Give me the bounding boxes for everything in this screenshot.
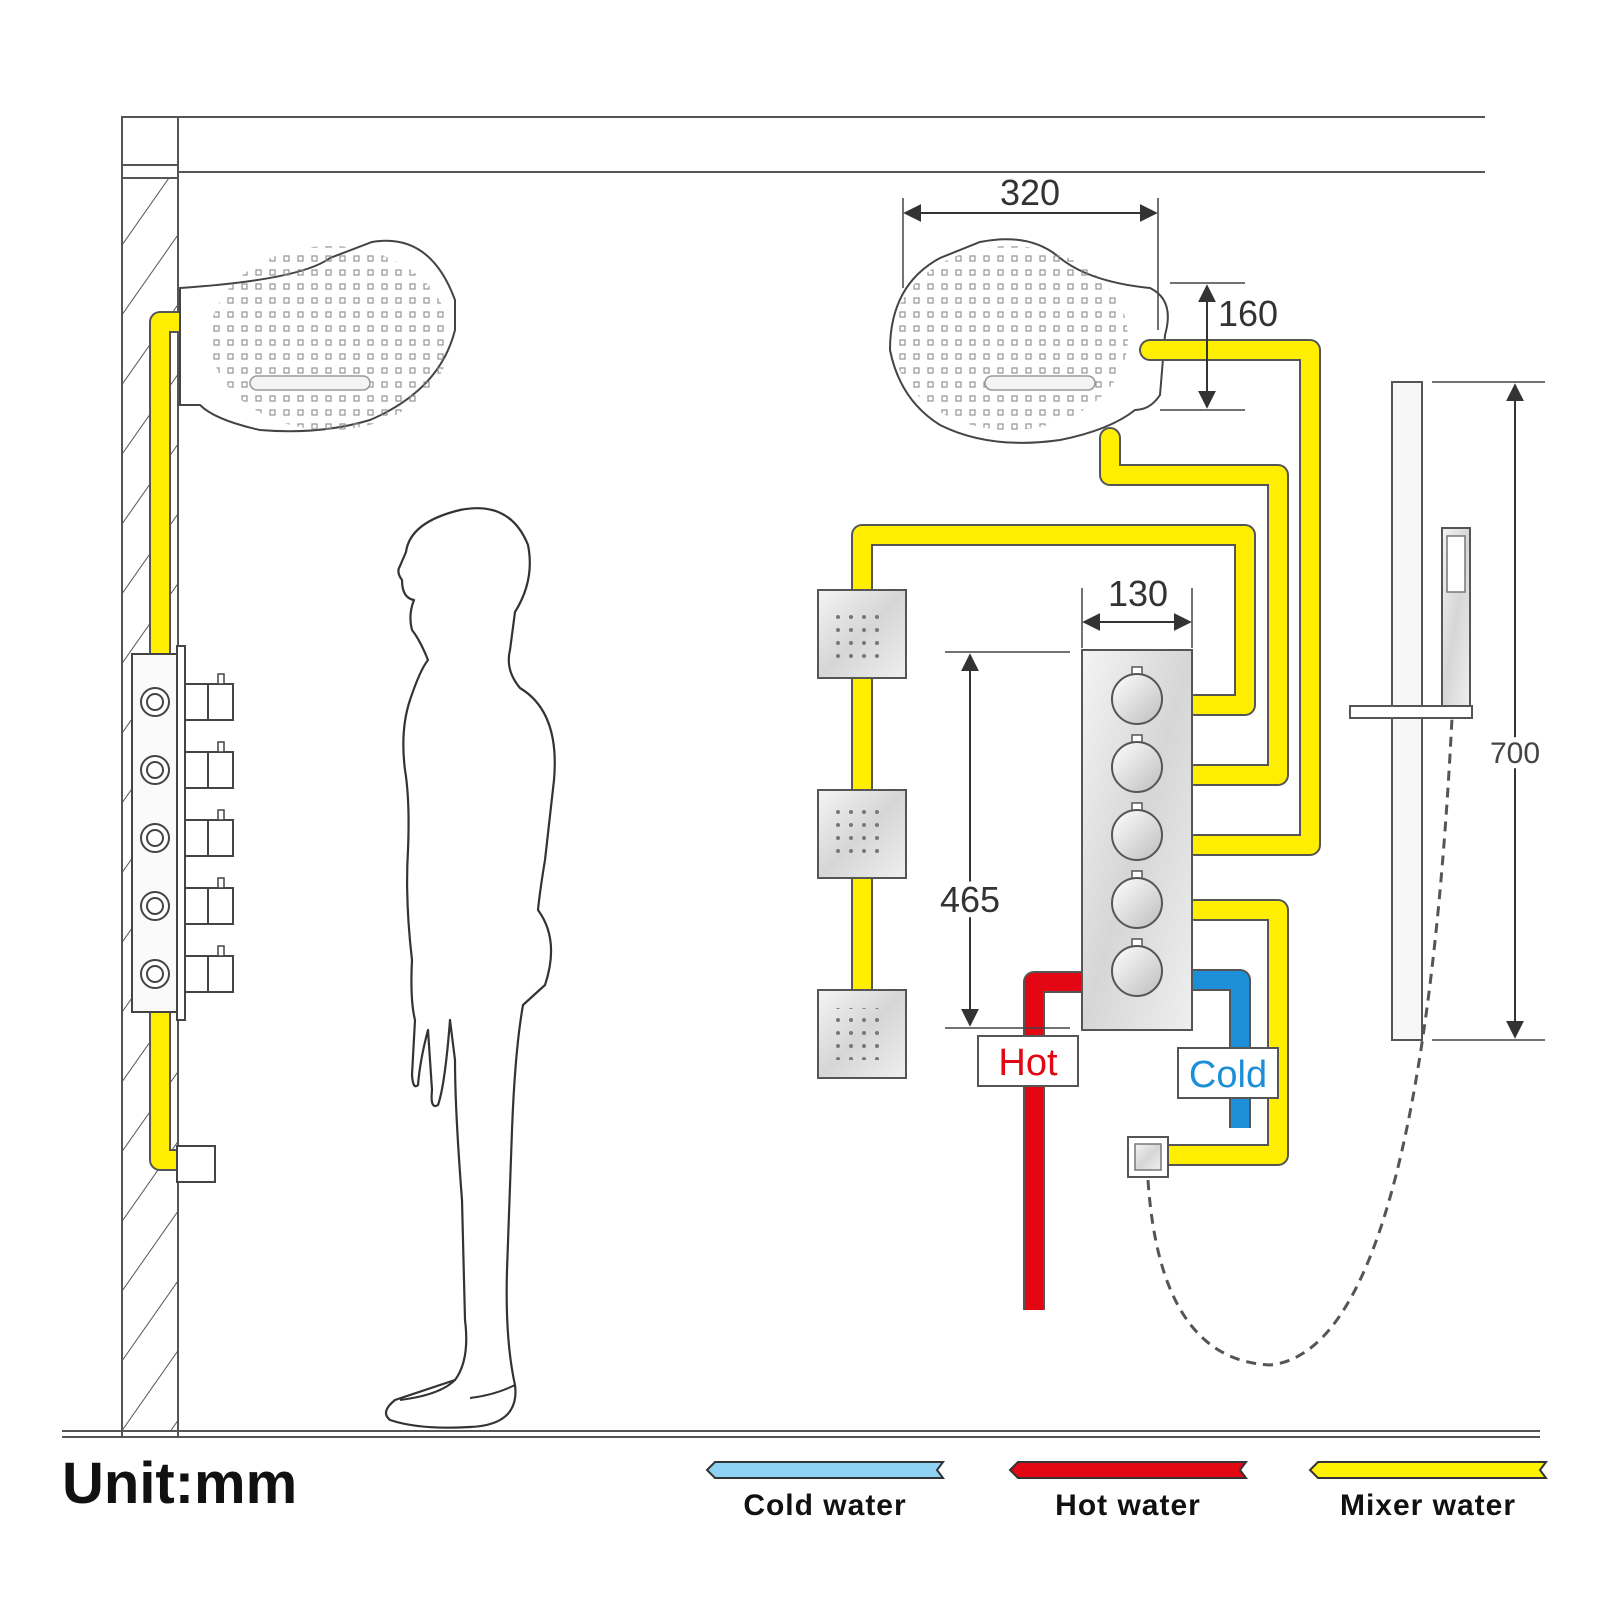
valve-knob xyxy=(1111,870,1163,929)
legend-label: Hot water xyxy=(1055,1489,1201,1522)
slide-bar xyxy=(1349,381,1473,1041)
front-mixer-pipes xyxy=(851,339,1321,1166)
side-panel-knobs xyxy=(140,673,234,993)
rain-width-label: 320 xyxy=(1000,172,1060,213)
panel-width-label: 130 xyxy=(1108,573,1168,614)
legend-swatch xyxy=(705,1461,945,1479)
hand-shower xyxy=(1441,527,1471,707)
unit-label: Unit:mm xyxy=(62,1451,297,1516)
dimension-spray-span: 465 xyxy=(935,651,1070,1029)
body-spray-jet xyxy=(817,589,907,679)
legend-item: Mixer water xyxy=(1308,1461,1548,1522)
human-figure xyxy=(384,507,556,1429)
shower-hose xyxy=(1146,717,1454,1367)
body-spray-jet xyxy=(817,789,907,879)
dimension-rail-height: 700 xyxy=(1432,381,1545,1041)
legend-swatch xyxy=(1008,1461,1248,1479)
legend-label: Mixer water xyxy=(1340,1489,1516,1522)
side-hand-shower-outlet xyxy=(176,1145,216,1183)
front-rain-shower-head xyxy=(888,238,1169,444)
legend: Cold water Hot water Mixer water xyxy=(705,1461,1548,1522)
valve-knobs xyxy=(1111,666,1163,997)
side-knob xyxy=(140,809,234,857)
side-knob xyxy=(140,945,234,993)
body-spray-jet xyxy=(817,989,907,1079)
hot-water-pipe xyxy=(1023,971,1082,1310)
rail-height-label: 700 xyxy=(1490,737,1540,770)
dimension-rain-height: 160 xyxy=(1160,282,1278,411)
side-rain-shower-head xyxy=(179,239,456,433)
ceiling xyxy=(122,116,1485,173)
legend-item: Hot water xyxy=(1008,1461,1248,1522)
dimension-rain-width: 320 xyxy=(902,172,1159,330)
hose-connector xyxy=(1127,1136,1169,1178)
valve-knob xyxy=(1111,802,1163,861)
rain-height-label: 160 xyxy=(1218,293,1278,334)
side-knob xyxy=(140,673,234,721)
hot-tag: Hot xyxy=(977,1035,1079,1087)
hot-tag-label: Hot xyxy=(998,1042,1058,1084)
legend-label: Cold water xyxy=(743,1489,906,1522)
legend-item: Cold water xyxy=(705,1461,945,1522)
dimension-panel-width: 130 xyxy=(1081,573,1193,648)
cold-tag: Cold xyxy=(1177,1047,1279,1099)
valve-knob xyxy=(1111,734,1163,793)
valve-knob xyxy=(1111,938,1163,997)
floor xyxy=(62,1430,1540,1438)
side-knob xyxy=(140,741,234,789)
valve-knob xyxy=(1111,666,1163,725)
legend-swatch xyxy=(1308,1461,1548,1479)
cold-tag-label: Cold xyxy=(1189,1054,1267,1096)
body-spray-jets xyxy=(817,589,907,1079)
spray-span-label: 465 xyxy=(940,879,1000,920)
side-knob xyxy=(140,877,234,925)
